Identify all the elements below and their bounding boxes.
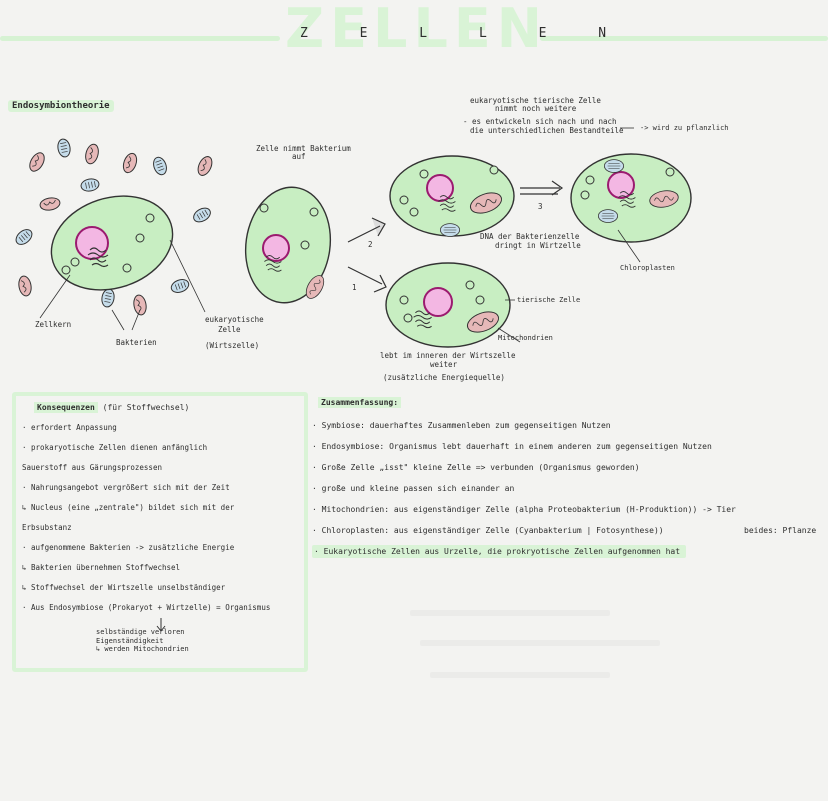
page-title: Z E L L E N <box>300 26 629 41</box>
label-dna-note: DNA der Bakterienzelle <box>480 232 580 241</box>
consequences-title: Konsequenzen <box>34 402 98 413</box>
arrow-label-3: 3 <box>538 202 543 211</box>
summary-title: Zusammenfassung: <box>318 397 402 408</box>
label-nucleus: Zellkern <box>35 320 72 329</box>
label-host-cell: (Wirtszelle) <box>205 341 260 350</box>
footnote-line: Eigenständigkeit <box>96 636 164 645</box>
summary-row: · große und kleine passen sich einander … <box>312 484 515 493</box>
summary-row: · Mitochondrien: aus eigenständiger Zell… <box>312 505 736 514</box>
summary-row: · Große Zelle „isst" kleine Zelle => ver… <box>312 463 640 472</box>
bleed-through-mark <box>410 610 610 616</box>
footnote-line: selbständige verloren <box>96 628 185 636</box>
label-bacteria: Bakterien <box>116 338 157 347</box>
label-chloroplasts: Chloroplasten <box>620 264 675 272</box>
label-mitochondria: Mitochondrien <box>498 334 553 342</box>
label-eukaryotic: eukaryotische <box>205 315 264 324</box>
list-item: ↳ Stoffwechsel der Wirtszelle unselbstän… <box>22 583 226 592</box>
list-item: · aufgenommene Bakterien -> zusätzliche … <box>22 543 235 552</box>
label-develop-note: - es entwickeln sich nach und nach <box>463 117 617 126</box>
title-underline-right <box>540 36 828 41</box>
arrow-label-2: 2 <box>368 240 373 249</box>
summary-row: · Chloroplasten: aus eigenständiger Zell… <box>312 526 817 535</box>
list-item: ↳ Nucleus (eine „zentrale") bildet sich … <box>22 503 235 512</box>
label-extra-energy: (zusätzliche Energiequelle) <box>383 373 505 382</box>
label-eukaryotic-cell-note: eukaryotische tierische Zelle <box>470 96 601 105</box>
both-plant-note: beides: Pflanze <box>744 526 817 535</box>
list-item: · Aus Endosymbiose (Prokaryot + Wirtzell… <box>22 603 271 612</box>
list-item: · Nahrungsangebot vergrößert sich mit de… <box>22 483 230 492</box>
label-cell: Zelle <box>218 325 241 334</box>
list-item: · prokaryotische Zellen dienen anfänglic… <box>22 443 208 452</box>
summary-row: · Endosymbiose: Organismus lebt dauerhaf… <box>312 442 712 451</box>
summary-heading: Zusammenfassung: <box>318 397 402 408</box>
section-heading-endosymbiont: Endosymbiontheorie <box>8 100 114 112</box>
page-title-background: ZELLEN <box>285 0 548 60</box>
label-takes-bacterium: Zelle nimmt Bakterium <box>256 144 351 153</box>
label-animal-cell: tierische Zelle <box>517 296 581 304</box>
list-item: Erbsubstanz <box>22 523 72 532</box>
label-lives-inside: lebt im inneren der Wirtszelle <box>380 351 516 360</box>
label-lives-inside-2: weiter <box>430 360 458 369</box>
summary-row-highlight: · Eukaryotische Zellen aus Urzelle, die … <box>312 545 828 567</box>
title-underline-left <box>0 36 280 41</box>
summary-row: · Symbiose: dauerhaftes Zusammenleben zu… <box>312 421 611 430</box>
label-takes-more: nimmt noch weitere <box>495 104 577 113</box>
bleed-through-mark <box>430 672 610 678</box>
list-item: · erfordert Anpassung <box>22 423 117 432</box>
endosymbiosis-diagram <box>12 127 692 348</box>
consequences-footnote: selbständige verloren Eigenständigkeit ↳… <box>96 628 189 654</box>
consequences-heading: Konsequenzen (für Stoffwechsel) <box>34 402 190 413</box>
footnote-line: ↳ werden Mitochondrien <box>96 645 189 653</box>
arrow-label-1: 1 <box>352 283 357 292</box>
summary-list: · Symbiose: dauerhaftes Zusammenleben zu… <box>312 420 828 567</box>
consequences-subtitle: (für Stoffwechsel) <box>102 403 190 412</box>
list-item: ↳ Bakterien übernehmen Stoffwechsel <box>22 563 181 572</box>
consequences-list: · erfordert Anpassung · prokaryotische Z… <box>22 422 306 622</box>
label-becomes-plant: -> wird zu pflanzlich <box>640 124 729 132</box>
label-dna-note-2: dringt in Wirtzelle <box>495 241 581 250</box>
label-takes-bacterium-2: auf <box>292 152 306 161</box>
consequences-box: Konsequenzen (für Stoffwechsel) · erford… <box>12 392 308 672</box>
label-components-note: die unterschiedlichen Bestandteile <box>470 126 624 135</box>
bleed-through-mark <box>420 640 660 646</box>
list-item: Sauerstoff aus Gärungsprozessen <box>22 463 162 472</box>
down-arrow-icon <box>156 618 166 632</box>
